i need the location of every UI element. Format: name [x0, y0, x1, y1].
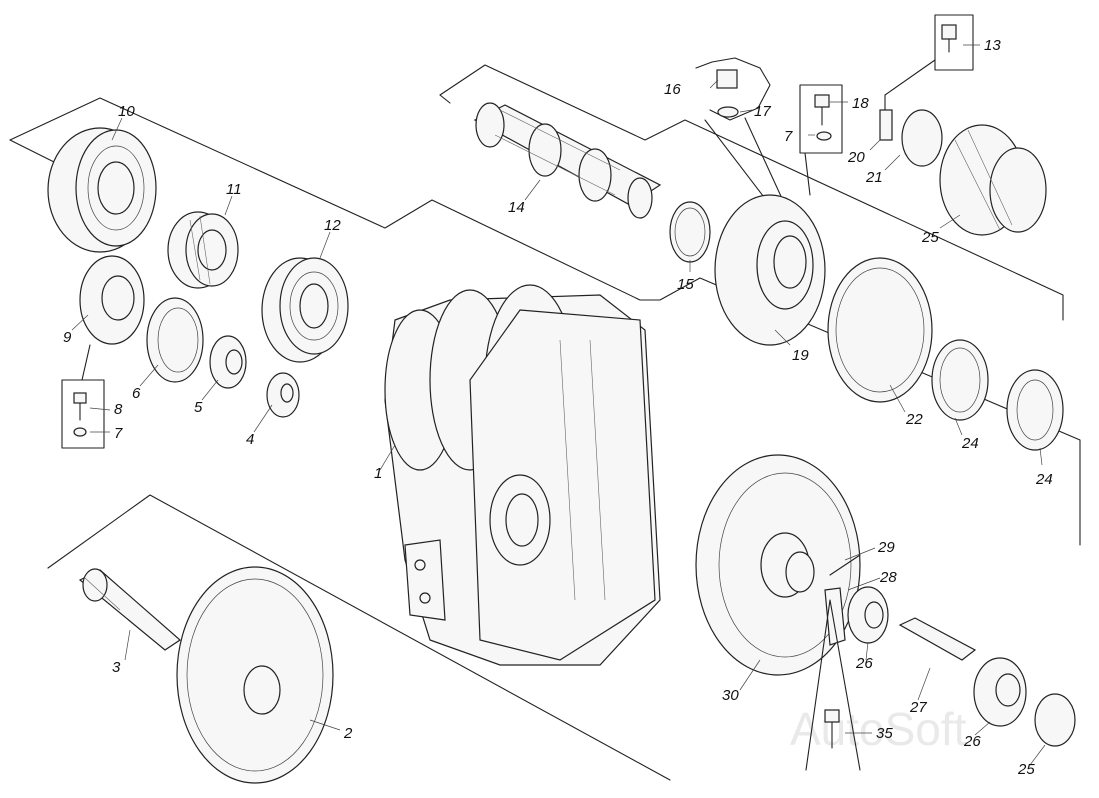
label-part-19: 19 — [792, 347, 809, 364]
part-19-flange — [714, 194, 826, 346]
label-part-11: 11 — [226, 181, 242, 198]
part-1-housing — [384, 284, 661, 666]
label-part-4: 4 — [246, 431, 254, 448]
label-part-8: 8 — [114, 401, 123, 418]
part-4-seal — [266, 372, 300, 418]
part-9-bearing-cover — [79, 255, 145, 345]
label-part-17: 17 — [754, 103, 771, 120]
label-part-15: 15 — [677, 276, 694, 293]
part-30-gear — [695, 454, 861, 676]
part-22-large-gasket — [827, 257, 933, 403]
label-part-7-right: 7 — [784, 128, 793, 145]
label-part-12: 12 — [324, 217, 341, 234]
label-part-20: 20 — [847, 149, 865, 166]
label-part-25-a: 25 — [921, 229, 939, 246]
label-part-35: 35 — [876, 725, 893, 742]
label-part-26-b: 26 — [963, 733, 981, 750]
part-3-pinion-shaft — [78, 568, 181, 651]
part-24-rings — [931, 339, 1064, 451]
label-part-16: 16 — [664, 81, 681, 98]
label-part-5: 5 — [194, 399, 203, 416]
label-part-29: 29 — [877, 539, 895, 556]
part-25-spur-gear — [939, 124, 1047, 236]
part-16-17-detail — [695, 57, 786, 206]
label-part-6: 6 — [132, 385, 141, 402]
bolt-washer-bracket-right — [799, 84, 843, 196]
watermark: AutoSoft — [790, 703, 967, 755]
label-part-24-b: 24 — [1035, 471, 1053, 488]
label-part-10: 10 — [118, 103, 135, 120]
part-21-disc — [901, 109, 943, 167]
part-26-27-25-bottom — [847, 586, 1076, 747]
part-2-large-gear — [176, 566, 334, 784]
label-part-26-a: 26 — [855, 655, 873, 672]
label-part-24-a: 24 — [961, 435, 979, 452]
label-part-21: 21 — [865, 169, 883, 186]
part-15-ring — [669, 201, 711, 263]
part-14-splined-shaft — [473, 102, 662, 219]
part-12-ball-bearing — [261, 257, 349, 363]
part-13-bolt-bracket — [879, 14, 974, 141]
label-part-30: 30 — [722, 687, 739, 704]
leader-lines — [71, 44, 1046, 766]
part-5-small-bearing — [209, 335, 247, 389]
part-11-roller-bearing — [167, 211, 239, 289]
part-10-ball-bearing — [47, 127, 157, 253]
part-35-bolt-bracket — [805, 599, 861, 771]
part-6-gasket — [146, 297, 204, 383]
label-part-7-left: 7 — [114, 425, 123, 442]
label-part-28: 28 — [879, 569, 897, 586]
label-part-1: 1 — [374, 465, 382, 482]
label-part-18: 18 — [852, 95, 869, 112]
part-number-labels: 1 2 3 4 5 6 7 7 8 9 10 11 12 13 14 15 16… — [63, 37, 1053, 778]
label-part-22: 22 — [905, 411, 923, 428]
label-part-14: 14 — [508, 199, 525, 216]
label-part-27: 27 — [909, 699, 927, 716]
label-part-9: 9 — [63, 329, 72, 346]
label-part-25-b: 25 — [1017, 761, 1035, 778]
label-part-13: 13 — [984, 37, 1001, 54]
label-part-2: 2 — [343, 725, 353, 742]
label-part-3: 3 — [112, 659, 121, 676]
bolt-washer-bracket-left — [61, 344, 105, 449]
